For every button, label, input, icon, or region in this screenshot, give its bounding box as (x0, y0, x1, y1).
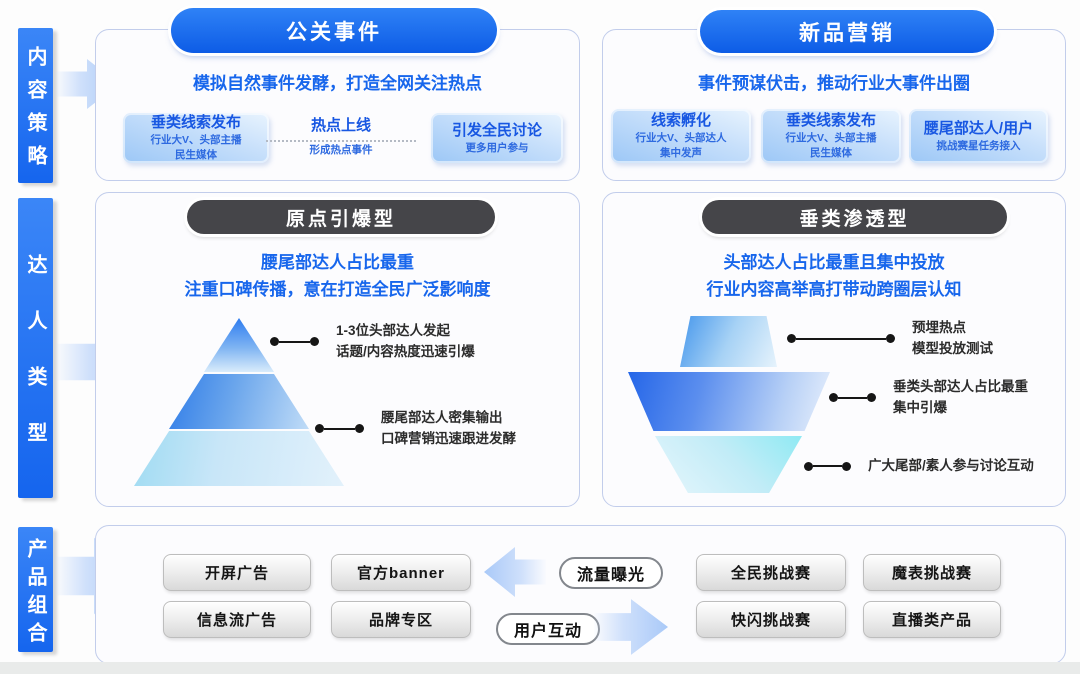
annotation-line: 广大尾部/素人参与讨论互动 (868, 458, 1034, 473)
dot-icon (315, 424, 324, 434)
header-pill-vertical-penetration: 垂类渗透型 (702, 200, 1007, 234)
sidebar-label: 内容策略 (24, 46, 46, 178)
header-pill-origin-burst: 原点引爆型 (187, 200, 495, 234)
step-line: 集中发声 (660, 147, 702, 160)
subtitle-line: 注重口碑传播，意在打造全民广泛影响度 (184, 280, 491, 299)
panel-origin-burst: 腰尾部达人占比最重 注重口碑传播，意在打造全民广泛影响度 1-3位头部达人发起 … (95, 192, 580, 507)
funnel-tier-bottom (655, 436, 802, 493)
connector-line (796, 337, 886, 340)
pyramid-tier-bottom (134, 431, 344, 486)
sidebar-label: 达人类型 (24, 254, 46, 478)
step-title: 引发全民讨论 (451, 121, 542, 139)
funnel-tier-top (680, 316, 777, 367)
connector-line (279, 340, 310, 343)
annotation-line: 模型投放测试 (912, 340, 993, 356)
traffic-exposure-arrow-left-icon (484, 547, 546, 597)
annotation-line: 口碑营销迅速跟进发酵 (381, 430, 516, 446)
connector-line (324, 427, 355, 430)
pyramid-diagram (134, 318, 344, 486)
challenge-button-flash[interactable]: 快闪挑战赛 (696, 601, 846, 638)
subtitle-line: 腰尾部达人占比最重 (261, 253, 414, 272)
step-line: 更多用户参与 (465, 141, 529, 154)
dot-icon (787, 334, 796, 344)
pyramid-tier-top (204, 318, 274, 372)
flow-interaction-pill: 用户互动 (496, 613, 600, 645)
step-line: 民生媒体 (175, 149, 217, 162)
dot-icon (310, 337, 319, 347)
step-line: 行业大V、头部主播 (150, 134, 242, 147)
annotation-head-influencers: 1-3位头部达人发起 话题/内容热度迅速引爆 (270, 321, 475, 363)
step-title: 热点上线 (310, 117, 371, 135)
step-title: 垂类线索发布 (150, 114, 241, 132)
annotation-vertical-head-influencers: 垂类头部达人占比最重 集中引爆 (829, 377, 1028, 419)
user-interaction-arrow-right-icon (594, 599, 668, 655)
dot-icon (829, 393, 838, 403)
dot-icon (270, 337, 279, 347)
connector-line (813, 465, 842, 468)
step-line: 形成热点事件 (309, 144, 373, 156)
dot-icon (842, 461, 851, 471)
image-bottom-edge (0, 662, 1080, 674)
annotation-connector (804, 461, 851, 471)
sidebar-bar-product-mix: 产品组合 (18, 527, 53, 652)
annotation-connector (315, 424, 364, 434)
funnel-tier-middle (628, 372, 830, 431)
annotation-connector (270, 337, 319, 347)
funnel-diagram (628, 316, 830, 496)
dot-icon (867, 393, 876, 403)
subtitle-line: 行业内容高举高打带动跨圈层认知 (706, 280, 962, 299)
step-title: 腰尾部达人/用户 (923, 119, 1034, 137)
pyramid-tier-middle (169, 374, 309, 429)
challenge-button-magic-sticker[interactable]: 魔表挑战赛 (863, 554, 1001, 591)
sidebar-bar-influencer-type: 达人类型 (18, 198, 53, 498)
annotation-tail-influencers: 腰尾部达人密集输出 口碑营销迅速跟进发酵 (315, 408, 516, 450)
ad-product-button-brand-zone[interactable]: 品牌专区 (331, 601, 471, 638)
ad-product-button-splash[interactable]: 开屏广告 (163, 554, 311, 591)
panel-new-product: 事件预谋伏击，推动行业大事件出圈 线索孵化 行业大V、头部达人 集中发声 垂类线… (602, 29, 1066, 181)
header-pill-pr-event: 公关事件 (171, 8, 497, 53)
pr-event-subtitle: 模拟自然事件发酵，打造全网关注热点 (193, 74, 482, 93)
new-product-subtitle: 事件预谋伏击，推动行业大事件出圈 (698, 74, 970, 93)
step-line: 行业大V、头部达人 (635, 132, 727, 145)
step-box-public-discussion: 引发全民讨论 更多用户参与 (431, 113, 563, 163)
challenge-button-national[interactable]: 全民挑战赛 (696, 554, 846, 591)
annotation-line: 集中引爆 (893, 399, 947, 415)
annotation-preset-hotspot: 预埋热点 模型投放测试 (787, 318, 993, 360)
step-title: 线索孵化 (650, 112, 711, 130)
step-box-vertical-clue-release: 垂类线索发布 行业大V、头部主播 民生媒体 (761, 109, 901, 163)
connector-line (838, 396, 867, 399)
challenge-button-live[interactable]: 直播类产品 (863, 601, 1001, 638)
sidebar-bar-content-strategy: 内容策略 (18, 28, 53, 183)
step-title: 垂类线索发布 (785, 112, 876, 130)
panel-product-mix: 开屏广告 官方banner 信息流广告 品牌专区 流量曝光 用户互动 全民挑战赛… (95, 525, 1066, 664)
subtitle-line: 头部达人占比最重且集中投放 (723, 253, 945, 272)
ad-product-button-feed[interactable]: 信息流广告 (163, 601, 311, 638)
annotation-line: 垂类头部达人占比最重 (893, 379, 1028, 394)
dot-icon (804, 461, 813, 471)
annotation-line: 腰尾部达人密集输出 (381, 410, 503, 425)
annotation-tail-participation: 广大尾部/素人参与讨论互动 (804, 456, 1034, 477)
dot-icon (886, 334, 895, 344)
step-line: 挑战赛星任务接入 (936, 139, 1021, 152)
annotation-connector (829, 393, 876, 403)
step-line: 民生媒体 (810, 147, 852, 160)
sidebar-label: 产品组合 (24, 537, 46, 650)
vertical-penetration-subtitle: 头部达人占比最重且集中投放 行业内容高举高打带动跨圈层认知 (603, 249, 1065, 303)
step-box-clue-incubation: 线索孵化 行业大V、头部达人 集中发声 (611, 109, 751, 163)
panel-pr-event: 模拟自然事件发酵，打造全网关注热点 垂类线索发布 行业大V、头部主播 民生媒体 … (95, 29, 580, 181)
dot-icon (355, 424, 364, 434)
ad-product-button-banner[interactable]: 官方banner (331, 554, 471, 591)
annotation-line: 预埋热点 (912, 320, 966, 335)
panel-vertical-penetration: 头部达人占比最重且集中投放 行业内容高举高打带动跨圈层认知 预埋热点 模型投放测… (602, 192, 1066, 507)
annotation-line: 话题/内容热度迅速引爆 (336, 343, 475, 359)
step-line: 行业大V、头部主播 (785, 132, 877, 145)
step-hotspot-online: 热点上线 形成热点事件 (266, 113, 416, 163)
annotation-connector (787, 334, 895, 344)
flow-exposure-pill: 流量曝光 (559, 557, 663, 589)
annotation-line: 1-3位头部达人发起 (336, 323, 451, 338)
header-pill-new-product: 新品营销 (700, 10, 994, 53)
step-box-tail-influencer-user: 腰尾部达人/用户 挑战赛星任务接入 (909, 109, 1048, 163)
origin-burst-subtitle: 腰尾部达人占比最重 注重口碑传播，意在打造全民广泛影响度 (96, 249, 579, 303)
step-box-clue-release: 垂类线索发布 行业大V、头部主播 民生媒体 (123, 113, 269, 163)
